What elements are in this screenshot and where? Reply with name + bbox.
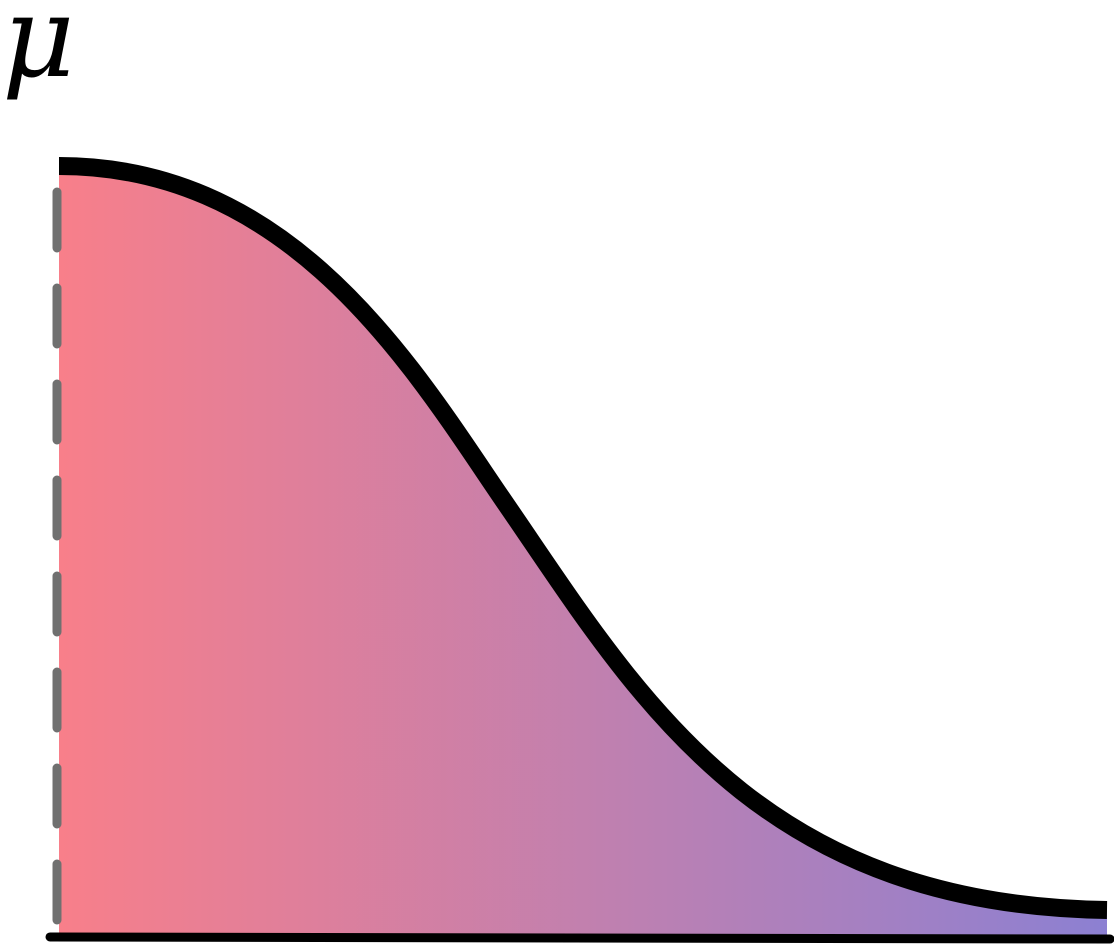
x-axis-baseline (45, 932, 1114, 944)
shaded-area (59, 166, 1107, 936)
y-axis-label: μ (2, 0, 75, 103)
mu-curve (58, 157, 1108, 919)
